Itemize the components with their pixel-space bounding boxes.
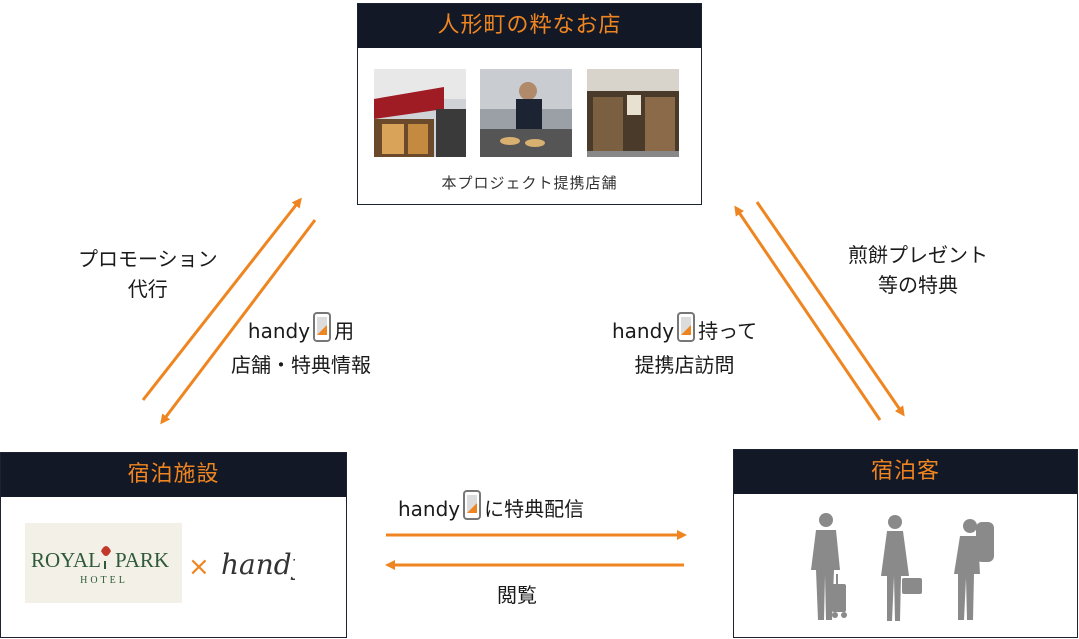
visit-handy: handy: [612, 319, 675, 343]
smartphone-icon: [677, 312, 696, 350]
visit-label: handy 持って 提携店訪問: [612, 312, 757, 380]
backpacker-icon: [954, 519, 994, 620]
hotel-title: 宿泊施設: [1, 453, 346, 497]
hotel-info-line2: 店舗・特典情報: [231, 353, 371, 377]
distribute-label: handy に特典配信: [398, 490, 584, 528]
hotel-info-label: handy 用 店舗・特典情報: [231, 312, 371, 380]
promo-line1: プロモーション: [78, 247, 218, 271]
hotel-info-suffix: 用: [334, 319, 355, 343]
logo-royal: ROYAL: [31, 548, 101, 572]
visit-suffix: 持って: [698, 319, 758, 343]
arrow-store-to-guest: [755, 201, 905, 417]
logo-park: PARK: [115, 548, 169, 572]
store-box: 人形町の粋なお店 本: [357, 3, 702, 205]
browse-label: 閲覧: [497, 583, 537, 607]
promo-label: プロモーション 代行: [78, 244, 218, 304]
hotel-info-handy: handy: [247, 319, 311, 343]
smartphone-icon: [313, 312, 332, 350]
arrow-guest-to-store: [734, 205, 882, 421]
travelers-illustration: [790, 512, 1020, 627]
promo-line2: 代行: [127, 277, 168, 301]
gift-line2: 等の特典: [878, 273, 958, 297]
store-title: 人形町の粋なお店: [358, 4, 701, 48]
times-sign: ×: [188, 552, 210, 582]
guest-box: 宿泊客: [733, 449, 1078, 638]
business-traveler-icon: [811, 513, 847, 620]
gift-line1: 煎餅プレゼント: [848, 243, 988, 267]
logo-hotel: HOTEL: [80, 575, 128, 586]
handy-logo-text: handy.: [221, 548, 295, 581]
storefront-photo: [374, 69, 466, 157]
cook-photo: [480, 69, 572, 157]
arrow-hotel-to-store: [141, 197, 302, 401]
arrow-store-to-hotel: [160, 219, 317, 425]
woman-traveler-icon: [881, 515, 922, 621]
handy-logo: handy.: [215, 528, 313, 600]
store-caption: 本プロジェクト提携店舗: [441, 174, 618, 192]
visit-line2: 提携店訪問: [634, 353, 735, 377]
smartphone-icon: [463, 490, 482, 528]
distribute-suffix: に特典配信: [484, 497, 585, 521]
distribute-handy: handy: [398, 497, 461, 521]
royal-park-hotel-logo: ROYAL PARK HOTEL: [25, 523, 182, 603]
gift-label: 煎餅プレゼント 等の特典: [848, 240, 988, 300]
guest-title: 宿泊客: [734, 450, 1077, 494]
shop-interior-photo: [587, 69, 679, 157]
